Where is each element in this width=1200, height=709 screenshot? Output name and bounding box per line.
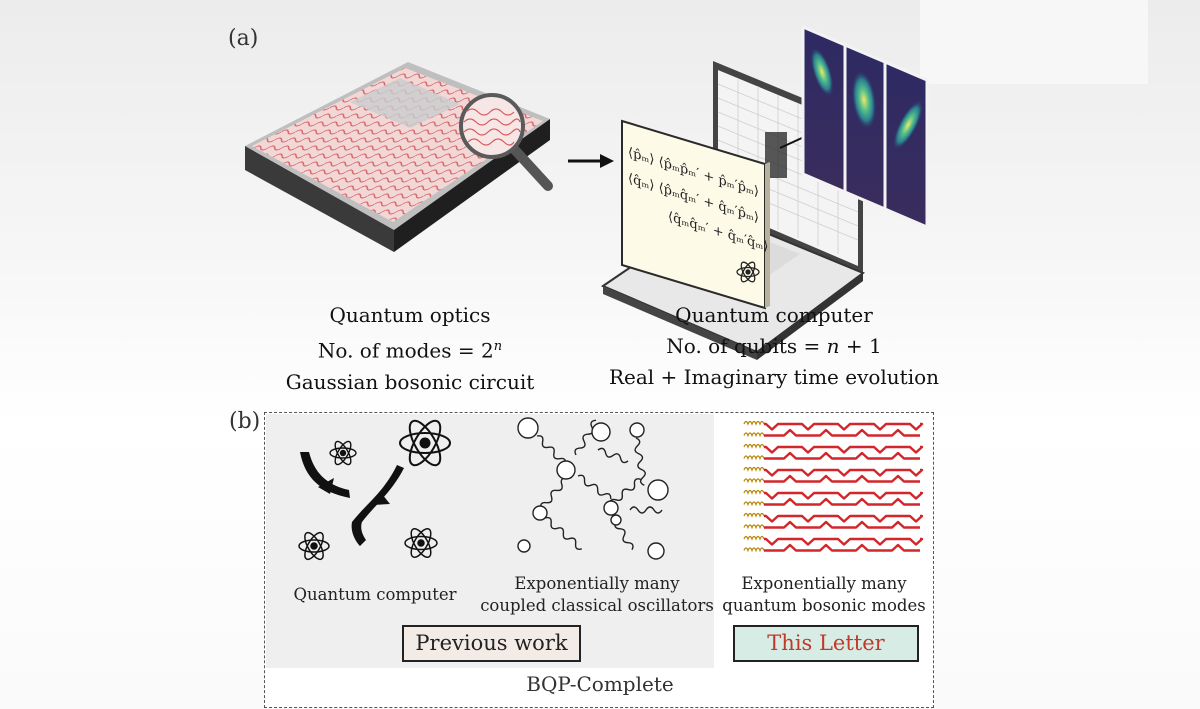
atom-icon [329,440,357,466]
mode-source-coil [743,432,765,438]
arrow-right-icon [568,154,614,168]
oscillators-caption-line1: Exponentially many [514,574,680,593]
waveguide-mode [764,537,924,546]
right-caption-line2: No. of qubits = n + 1 [666,334,882,358]
oscillators-caption: Exponentially many coupled classical osc… [474,573,720,617]
panel-b-label: (b) [229,409,261,434]
left-caption-line2: No. of modes = 2n [317,338,503,363]
mode-source-coil [743,501,765,507]
waveguide-mode [764,422,924,431]
mode-source-coil [743,420,765,426]
mode-source-coil [743,512,765,518]
previous-work-label: Previous work [402,625,581,662]
waveguide-mode [764,451,920,460]
left-caption: Quantum optics No. of modes = 2n Gaussia… [260,300,560,398]
mode-source-coil [743,535,765,541]
mode-source-coil [743,466,765,472]
oscillators-caption-line2: coupled classical oscillators [480,596,714,615]
waveguide-mode [764,445,924,454]
cycle-arrows-icon [300,452,404,546]
atom-icon [736,261,760,283]
right-caption-line1: Quantum computer [675,303,873,327]
this-letter-label: This Letter [733,625,919,662]
panel-a-label: (a) [228,26,259,51]
waveguide-mode [764,543,920,552]
bosonic-caption-line1: Exponentially many [741,574,907,593]
waveguide-mode [764,468,924,477]
right-caption-line3: Real + Imaginary time evolution [608,365,940,389]
atom-icon [404,528,438,558]
waveguide-mode [764,497,920,506]
waveguide-mode [764,428,920,437]
quantum-computer-art [298,419,451,561]
mode-source-coil [743,489,765,495]
gaussian-plots [801,24,929,230]
mode-source-coil [743,443,765,449]
left-caption-line1: Quantum optics [329,303,491,327]
atom-icon [298,531,330,561]
waveguide-mode [764,474,920,483]
waveguide-mode [764,491,924,500]
mode-source-coil [743,455,765,461]
equation-card [621,119,770,310]
magnifier-icon [459,93,553,191]
mode-source-coil [743,547,765,553]
coupled-oscillators-art [517,417,669,560]
bosonic-caption: Exponentially many quantum bosonic modes [718,573,930,617]
waveguide-mode [764,520,920,529]
bqp-complete-label: BQP-Complete [526,672,674,696]
mode-source-coil [743,478,765,484]
atom-icon [399,419,451,467]
left-caption-line3: Gaussian bosonic circuit [285,369,535,394]
bosonic-caption-line2: quantum bosonic modes [722,596,926,615]
quantum-computer-caption: Quantum computer [293,585,457,604]
corner-highlight [920,0,1148,84]
waveguide-mode [764,514,924,523]
bosonic-network-art [743,420,924,553]
right-caption: Quantum computer No. of qubits = n + 1 R… [606,300,942,393]
mode-source-coil [743,524,765,530]
